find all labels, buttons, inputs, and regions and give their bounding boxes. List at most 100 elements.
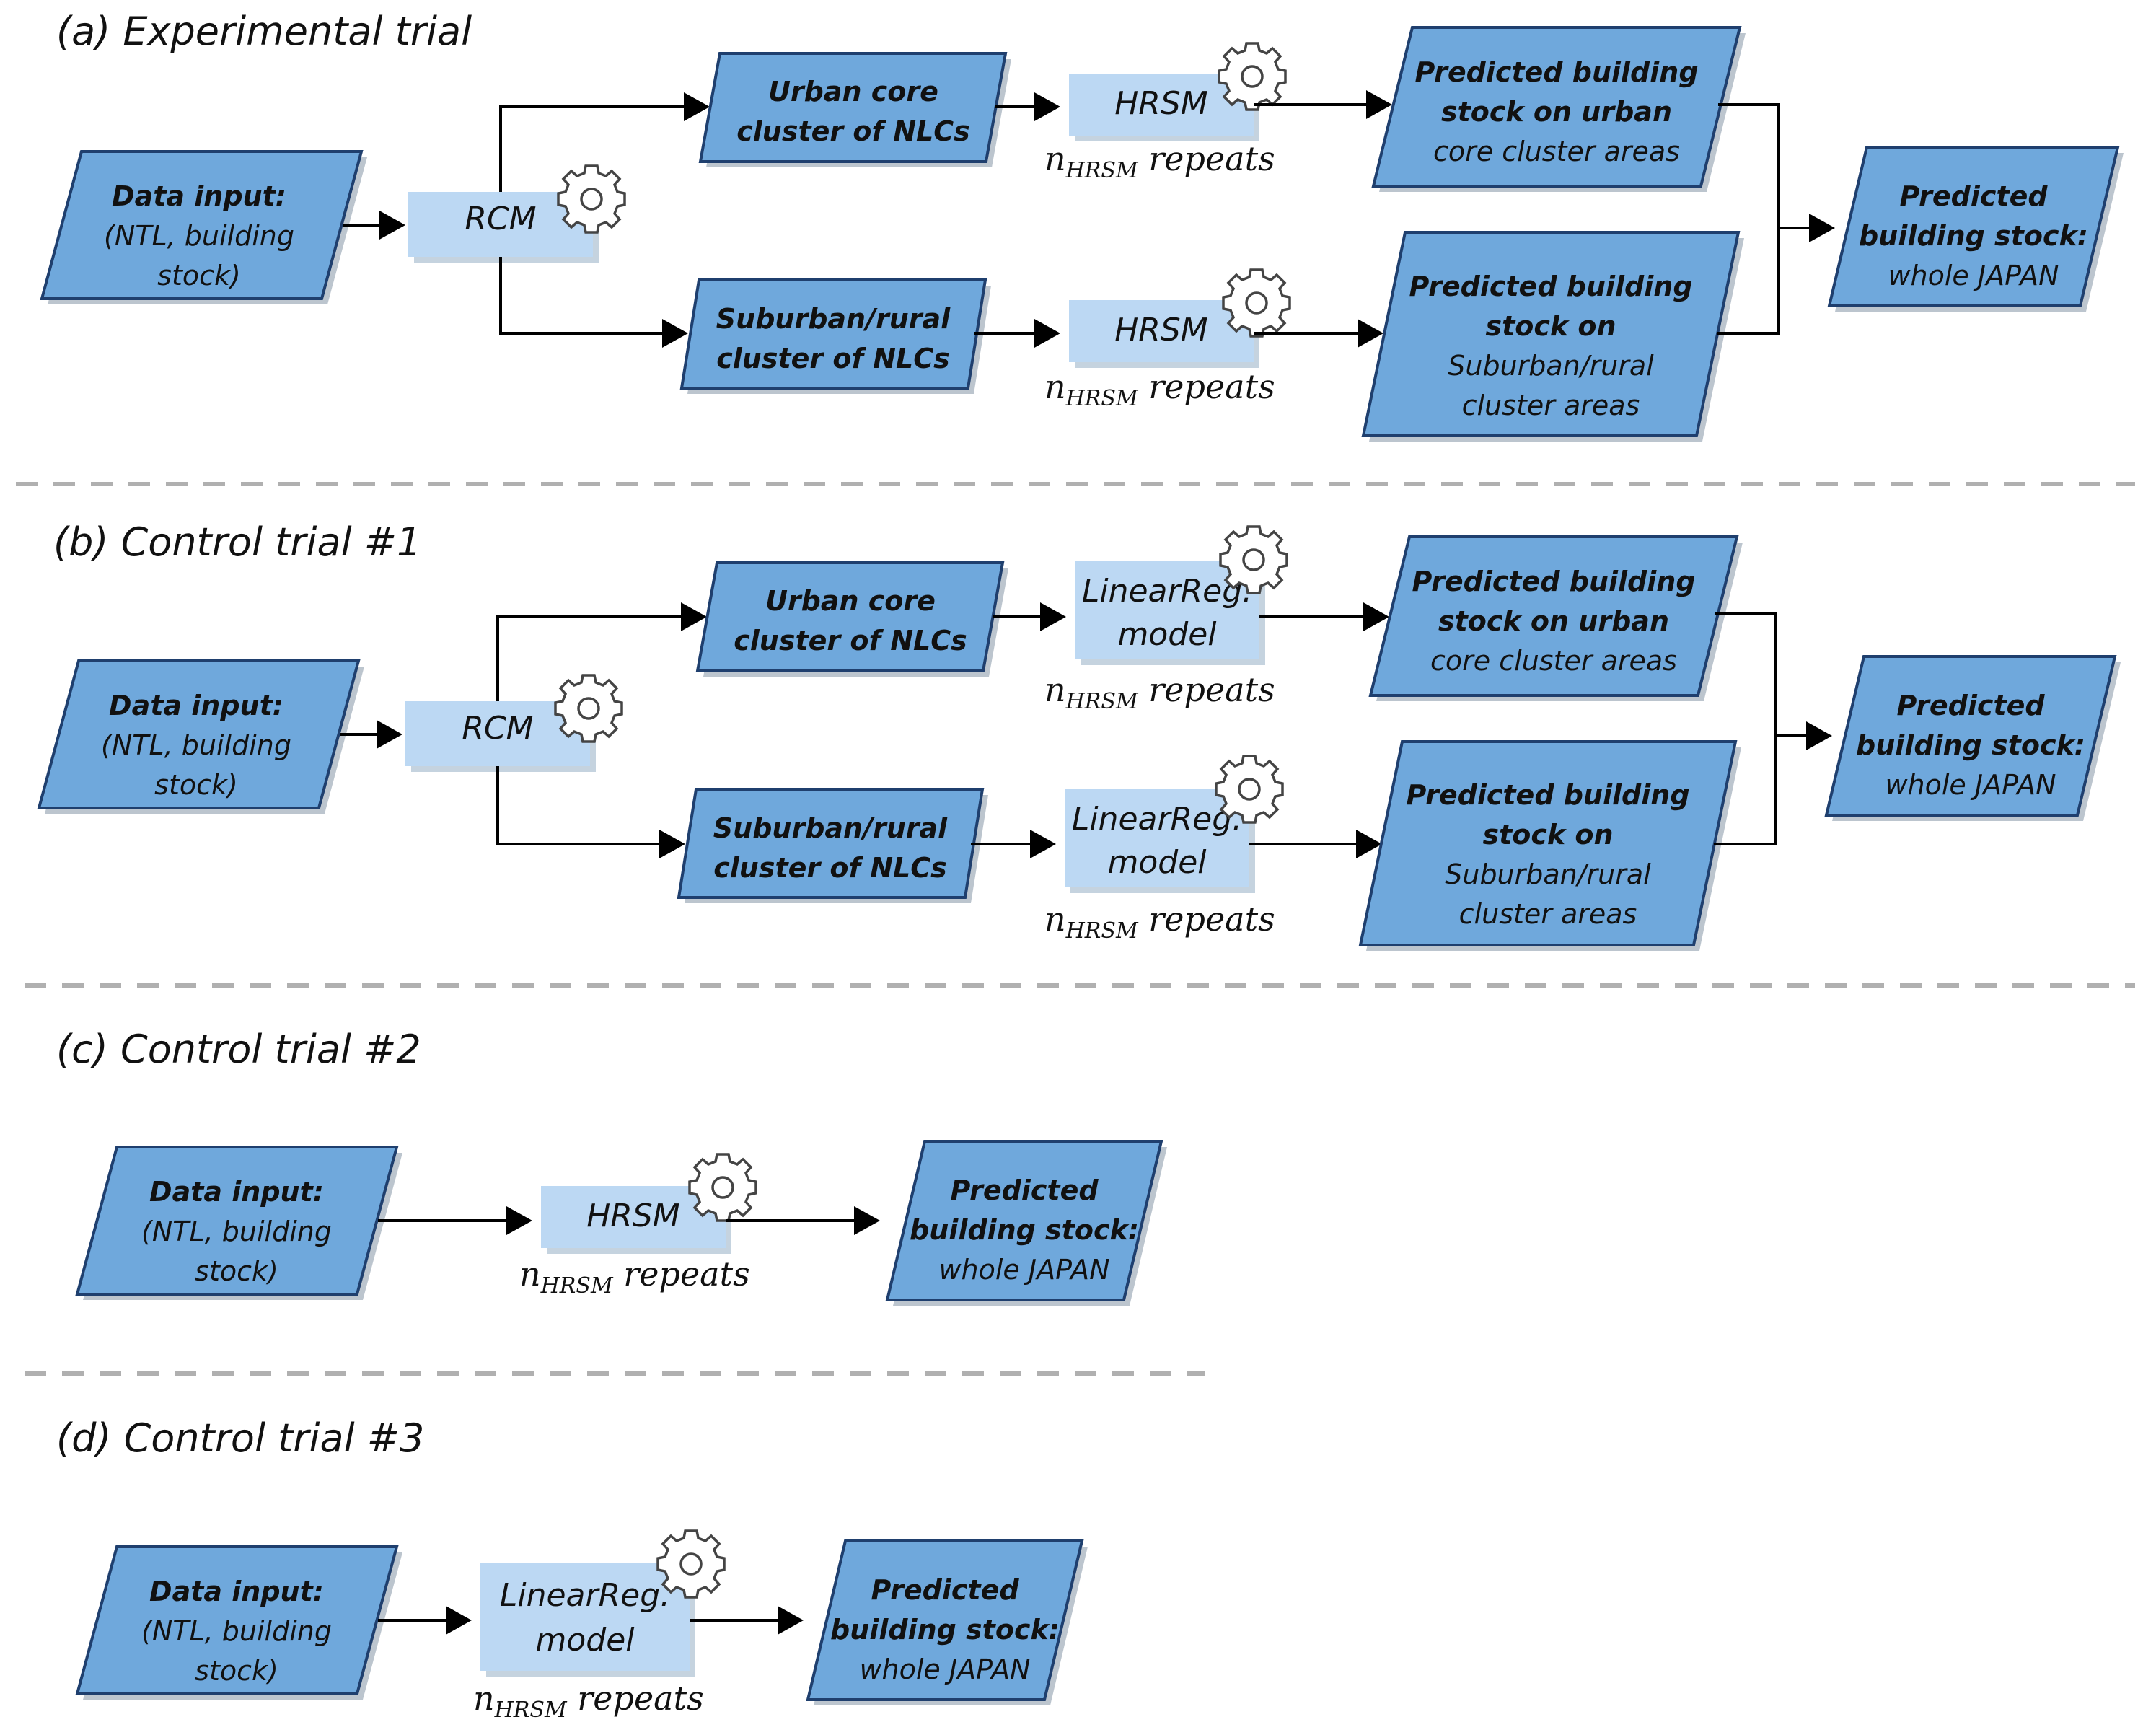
svg-text:Predicted: Predicted: [871, 1574, 1019, 1606]
data-input-node: Data input: (NTL, building stock): [37, 659, 364, 814]
predicted-urban-node: Predicted building stock on urban core c…: [1371, 26, 1746, 192]
linear-reg-process: LinearReg. model: [1065, 755, 1284, 893]
section-b: Data input: (NTL, building stock) RCM Ur…: [37, 525, 2121, 951]
svg-text:stock): stock): [157, 260, 241, 291]
svg-text:Data input:: Data input:: [112, 180, 286, 212]
svg-text:building stock:: building stock:: [910, 1214, 1139, 1246]
edge-arrow: [499, 92, 710, 192]
svg-text:Suburban/rural: Suburban/rural: [1445, 858, 1651, 890]
svg-text:whole JAPAN: whole JAPAN: [1885, 769, 2056, 801]
section-c: Data input: (NTL, building stock) HRSM n…: [75, 1140, 1167, 1306]
section-title-a: (a) Experimental trial: [56, 9, 472, 54]
repeats-label: nHRSM repeats: [1044, 670, 1275, 714]
svg-text:stock on urban: stock on urban: [1441, 96, 1672, 128]
linear-reg-process: LinearReg. model: [1075, 525, 1288, 665]
svg-text:cluster areas: cluster areas: [1459, 898, 1637, 930]
svg-text:model: model: [1117, 616, 1217, 653]
svg-text:Predicted: Predicted: [950, 1174, 1099, 1206]
section-title-c: (c) Control trial #2: [56, 1027, 421, 1072]
svg-text:Predicted building: Predicted building: [1406, 779, 1689, 811]
predicted-urban-node: Predicted building stock on urban core c…: [1368, 535, 1743, 701]
data-input-node: Data input: (NTL, building stock): [40, 150, 367, 304]
svg-text:whole JAPAN: whole JAPAN: [1888, 260, 2059, 291]
svg-text:RCM: RCM: [462, 710, 533, 747]
svg-text:Predicted: Predicted: [1899, 180, 2048, 212]
svg-text:building stock:: building stock:: [1859, 220, 2088, 252]
svg-text:LinearReg.: LinearReg.: [1072, 801, 1242, 838]
svg-text:building stock:: building stock:: [1856, 729, 2085, 761]
gear-icon: [1218, 42, 1287, 111]
suburban-cluster-node: Suburban/rural cluster of NLCs: [679, 278, 991, 394]
urban-core-cluster-node: Urban core cluster of NLCs: [698, 52, 1011, 167]
hrsm-process: HRSM: [1069, 42, 1287, 141]
gear-icon: [1215, 755, 1284, 824]
repeats-label: nHRSM repeats: [1044, 367, 1275, 411]
gear-icon: [1222, 268, 1291, 338]
linear-reg-process: LinearReg. model: [480, 1529, 726, 1677]
data-input-node: Data input: (NTL, building stock): [75, 1146, 402, 1300]
svg-text:whole JAPAN: whole JAPAN: [859, 1653, 1030, 1685]
svg-text:model: model: [535, 1622, 635, 1659]
section-d: Data input: (NTL, building stock) Linear…: [75, 1529, 1088, 1723]
svg-text:building stock:: building stock:: [830, 1614, 1060, 1646]
rcm-process: RCM: [405, 674, 623, 772]
svg-text:cluster of NLCs: cluster of NLCs: [713, 852, 947, 884]
svg-text:HRSM: HRSM: [586, 1198, 680, 1234]
svg-text:stock): stock): [195, 1655, 278, 1687]
repeats-label: nHRSM repeats: [1044, 900, 1275, 944]
section-title-b: (b) Control trial #1: [53, 519, 421, 565]
section-title-d: (d) Control trial #3: [56, 1415, 424, 1461]
svg-text:cluster of NLCs: cluster of NLCs: [734, 625, 967, 656]
svg-text:core cluster areas: core cluster areas: [1433, 136, 1680, 167]
edge-arrow: [496, 766, 685, 858]
svg-text:stock on: stock on: [1485, 310, 1616, 342]
svg-text:Suburban/rural: Suburban/rural: [713, 812, 948, 844]
svg-text:whole JAPAN: whole JAPAN: [938, 1254, 1109, 1286]
predicted-suburban-node: Predicted building stock on Suburban/rur…: [1358, 740, 1741, 951]
svg-text:LinearReg.: LinearReg.: [1082, 573, 1252, 610]
urban-core-cluster-node: Urban core cluster of NLCs: [695, 561, 1008, 677]
svg-text:stock on urban: stock on urban: [1438, 605, 1669, 637]
svg-text:stock on: stock on: [1482, 819, 1613, 851]
svg-text:LinearReg.: LinearReg.: [500, 1577, 670, 1614]
svg-text:cluster of NLCs: cluster of NLCs: [716, 343, 950, 374]
predicted-whole-japan-node: Predicted building stock: whole JAPAN: [806, 1539, 1088, 1705]
svg-text:HRSM: HRSM: [1114, 85, 1208, 122]
repeats-label: nHRSM repeats: [519, 1255, 750, 1299]
data-input-node: Data input: (NTL, building stock): [75, 1545, 402, 1700]
svg-text:cluster areas: cluster areas: [1462, 390, 1640, 421]
predicted-whole-japan-node: Predicted building stock: whole JAPAN: [1827, 146, 2124, 312]
svg-text:Data input:: Data input:: [109, 690, 283, 721]
edge-line: [1714, 612, 1777, 845]
gear-icon: [1219, 525, 1288, 594]
gear-icon: [557, 164, 626, 234]
svg-text:(NTL, building: (NTL, building: [141, 1615, 332, 1647]
svg-text:model: model: [1107, 844, 1207, 881]
hrsm-process: HRSM: [541, 1153, 757, 1254]
svg-text:core cluster areas: core cluster areas: [1430, 645, 1677, 677]
svg-text:cluster of NLCs: cluster of NLCs: [736, 115, 970, 147]
svg-text:(NTL, building: (NTL, building: [141, 1216, 332, 1247]
svg-text:stock): stock): [195, 1255, 278, 1287]
svg-text:Predicted: Predicted: [1896, 690, 2045, 721]
predicted-whole-japan-node: Predicted building stock: whole JAPAN: [1824, 655, 2121, 821]
svg-text:Predicted building: Predicted building: [1414, 56, 1698, 88]
svg-text:stock): stock): [154, 769, 238, 801]
edge-line: [1717, 103, 1780, 335]
svg-text:Data input:: Data input:: [149, 1576, 324, 1607]
svg-text:Predicted building: Predicted building: [1409, 271, 1692, 302]
svg-text:Urban core: Urban core: [765, 585, 936, 617]
edge-arrow: [499, 257, 688, 348]
svg-text:RCM: RCM: [465, 201, 536, 237]
suburban-cluster-node: Suburban/rural cluster of NLCs: [677, 788, 988, 903]
svg-text:Predicted building: Predicted building: [1412, 566, 1695, 597]
svg-text:Data input:: Data input:: [149, 1176, 324, 1208]
svg-text:Suburban/rural: Suburban/rural: [716, 303, 951, 335]
rcm-process: RCM: [408, 164, 626, 263]
edge-arrow: [496, 602, 707, 701]
svg-text:HRSM: HRSM: [1114, 312, 1208, 348]
svg-text:(NTL, building: (NTL, building: [101, 729, 291, 761]
svg-text:Urban core: Urban core: [768, 76, 938, 107]
gear-icon: [688, 1153, 757, 1222]
